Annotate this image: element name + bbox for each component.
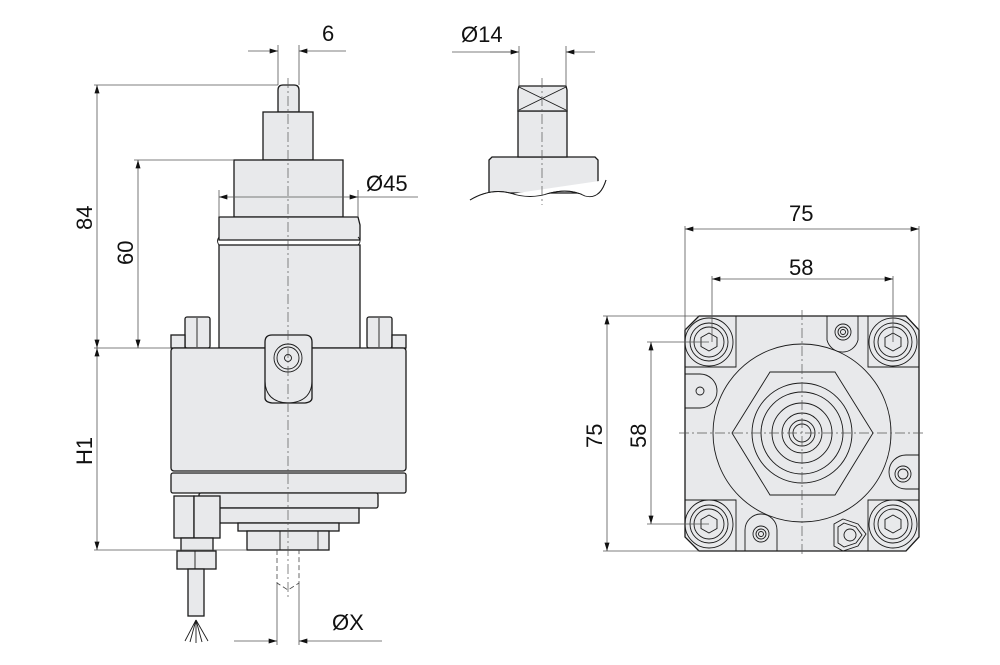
side-view <box>170 78 407 643</box>
dim-square-drive: Ø14 <box>461 22 503 47</box>
dim-outer-height: 75 <box>582 424 607 448</box>
dim-outer-width: 75 <box>789 201 813 226</box>
bolt-bottom-right <box>868 499 918 549</box>
bottom-view-dimensions: 75 58 75 58 <box>582 201 920 552</box>
dim-bolt-pitch-x: 58 <box>789 255 813 280</box>
bottom-view <box>679 310 925 557</box>
side-view-dimensions: 6 84 60 Ø45 H1 ØX <box>72 21 418 645</box>
dim-overall-height: 84 <box>72 206 97 230</box>
dim-pin-width: 6 <box>322 21 334 46</box>
dim-upper-height: 60 <box>113 241 138 265</box>
dim-bolt-pitch-y: 58 <box>626 424 651 448</box>
dim-upper-diameter: Ø45 <box>366 171 408 196</box>
dim-tool-diameter: ØX <box>332 610 364 635</box>
detail-view: Ø14 <box>452 22 607 206</box>
dim-lower-height: H1 <box>72 437 97 465</box>
